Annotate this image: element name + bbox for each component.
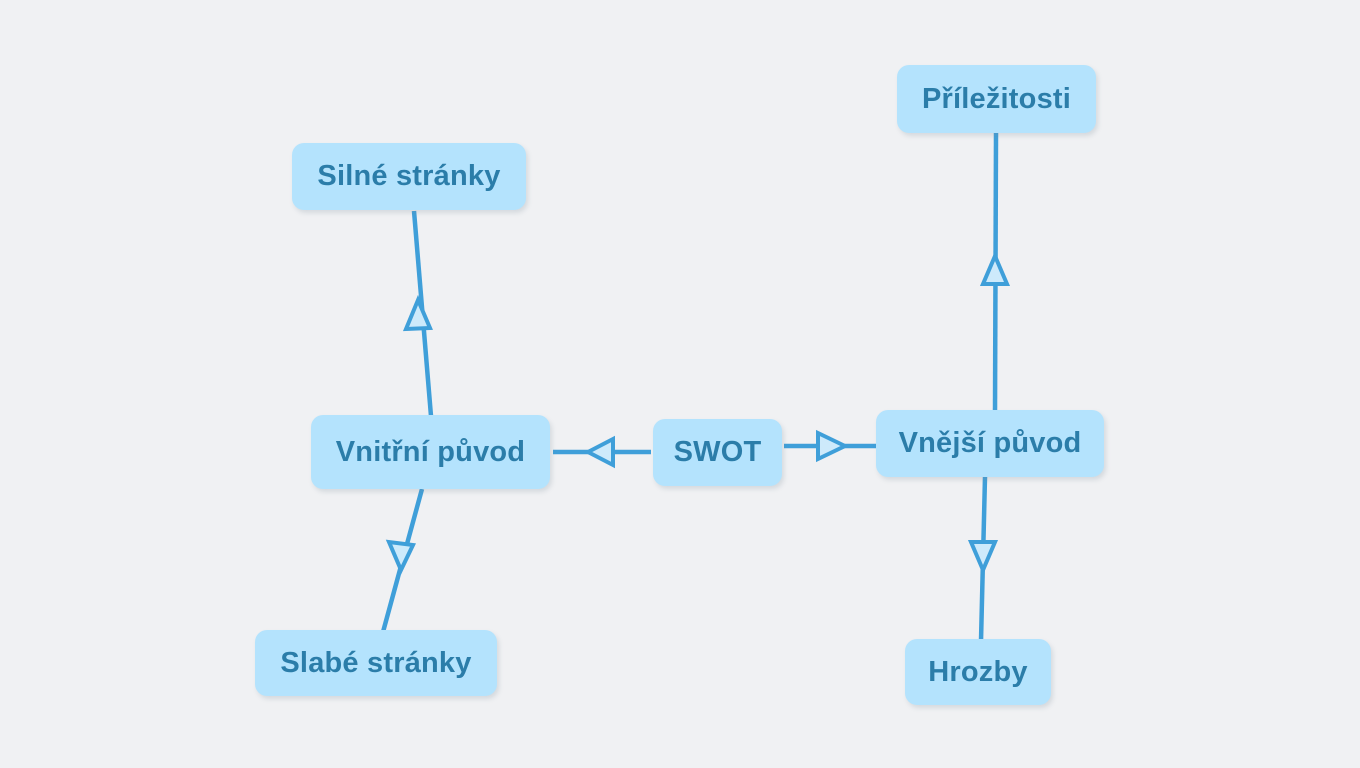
arrowhead-left-icon	[583, 435, 615, 469]
arrowhead-down-icon	[385, 539, 417, 575]
edge-internal-to-strengths	[402, 210, 434, 417]
node-external-origin-label: Vnější původ	[898, 427, 1082, 459]
edge-swot-to-external	[784, 429, 878, 463]
node-weaknesses[interactable]: Slabé stránky	[255, 630, 497, 696]
node-weaknesses-label: Slabé stránky	[280, 646, 472, 679]
node-swot-root[interactable]: SWOT	[653, 419, 782, 486]
arrowhead-up-icon	[979, 250, 1011, 286]
arrowhead-down-icon	[967, 540, 999, 576]
edge-external-to-opportunities	[979, 132, 1011, 413]
edge-internal-to-weaknesses	[380, 488, 425, 633]
node-opportunities-label: Příležitosti	[921, 82, 1072, 115]
node-threats[interactable]: Hrozby	[905, 639, 1051, 705]
node-swot-root-label: SWOT	[673, 436, 762, 468]
node-external-origin[interactable]: Vnější původ	[876, 410, 1104, 477]
node-strengths-label: Silné stránky	[317, 160, 501, 192]
node-strengths[interactable]: Silné stránky	[292, 143, 526, 210]
edge-external-to-threats	[967, 476, 999, 642]
node-internal-origin[interactable]: Vnitřní původ	[311, 415, 550, 489]
node-threats-label: Hrozby	[928, 655, 1028, 688]
node-internal-origin-label: Vnitřní původ	[335, 435, 526, 468]
node-opportunities[interactable]: Příležitosti	[897, 65, 1096, 133]
arrowhead-right-icon	[816, 429, 850, 463]
arrowhead-up-icon	[402, 294, 433, 332]
edge-swot-to-internal	[553, 435, 651, 469]
